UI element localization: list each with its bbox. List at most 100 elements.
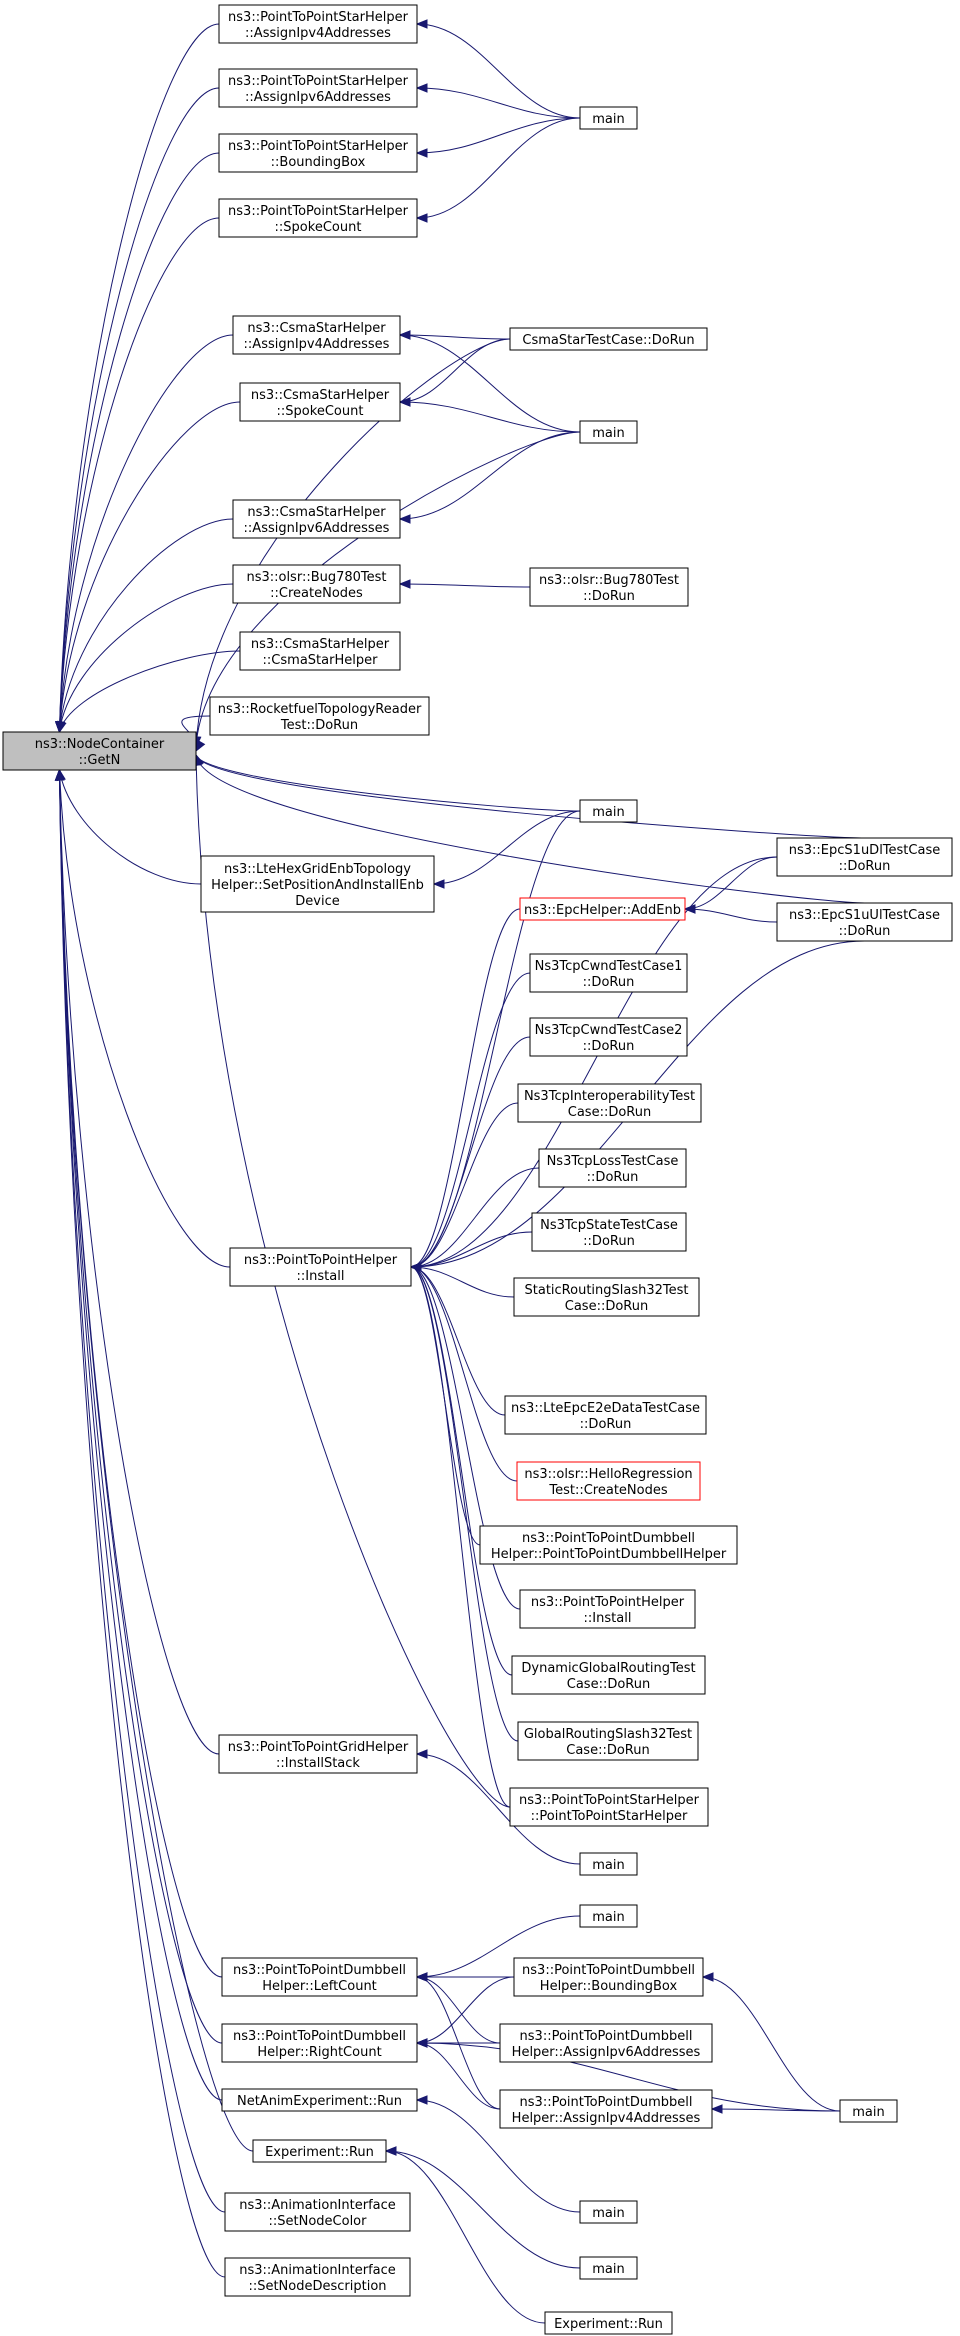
node-box[interactable] [776,902,953,942]
node-box[interactable] [218,1734,418,1774]
node-box[interactable] [229,1247,412,1287]
node-box[interactable] [529,953,688,993]
node-cwnd1[interactable]: Ns3TcpCwndTestCase1::DoRun [529,953,688,993]
node-csma_a6[interactable]: ns3::CsmaStarHelper::AssignIpv6Addresses [232,499,401,539]
node-csma_sc[interactable]: ns3::CsmaStarHelper::SpokeCount [239,382,401,422]
node-box[interactable] [218,133,418,173]
node-box[interactable] [531,1212,687,1252]
node-p2ps_bb[interactable]: ns3::PointToPointStarHelper::BoundingBox [218,133,418,173]
node-olsr_hello[interactable]: ns3::olsr::HelloRegressionTest::CreateNo… [516,1461,701,1501]
node-epc_add[interactable]: ns3::EpcHelper::AddEnb [519,897,686,921]
node-box[interactable] [511,1655,706,1695]
node-box[interactable] [224,2257,411,2297]
node-db_bb[interactable]: ns3::PointToPointDumbbellHelper::Boundin… [513,1957,704,1997]
node-state[interactable]: Ns3TcpStateTestCase::DoRun [531,1212,687,1252]
node-box[interactable] [232,315,401,355]
node-box[interactable] [538,1148,687,1188]
node-box[interactable] [513,1957,704,1997]
node-box[interactable] [579,1852,638,1876]
node-p2p_install[interactable]: ns3::PointToPointHelper::Install [229,1247,412,1287]
node-main2[interactable]: main [579,420,638,444]
node-db_rc[interactable]: ns3::PointToPointDumbbellHelper::RightCo… [221,2023,418,2063]
node-main4[interactable]: main [579,1852,638,1876]
node-exp_run2[interactable]: Experiment::Run [544,2311,673,2335]
node-box[interactable] [544,2311,673,2335]
node-box[interactable] [218,198,418,238]
node-main5[interactable]: main [579,1904,638,1928]
node-box[interactable] [221,2088,418,2112]
node-main6[interactable]: main [839,2099,898,2123]
node-box[interactable] [479,1525,738,1565]
node-box[interactable] [252,2139,387,2163]
node-csma_a4[interactable]: ns3::CsmaStarHelper::AssignIpv4Addresses [232,315,401,355]
node-box[interactable] [519,1589,696,1629]
node-box[interactable] [224,2192,411,2232]
node-box[interactable] [239,382,401,422]
node-anim_color[interactable]: ns3::AnimationInterface::SetNodeColor [224,2192,411,2232]
node-box[interactable] [776,837,953,877]
node-box[interactable] [516,1461,701,1501]
node-anim_desc[interactable]: ns3::AnimationInterface::SetNodeDescript… [224,2257,411,2297]
node-box[interactable] [579,2200,638,2224]
node-p2ps_a6[interactable]: ns3::PointToPointStarHelper::AssignIpv6A… [218,68,418,108]
node-box[interactable] [499,2089,713,2129]
node-olsr_cn[interactable]: ns3::olsr::Bug780Test::CreateNodes [232,564,401,604]
node-box[interactable] [517,1083,702,1123]
node-box[interactable] [504,1395,707,1435]
node-box[interactable] [509,1787,709,1827]
node-box[interactable] [839,2099,898,2123]
node-box[interactable] [232,564,401,604]
node-box[interactable] [218,68,418,108]
node-box[interactable] [529,1017,688,1057]
node-olsr_dr[interactable]: ns3::olsr::Bug780Test::DoRun [529,567,689,607]
node-db_a4[interactable]: ns3::PointToPointDumbbellHelper::AssignI… [499,2089,713,2129]
node-box[interactable] [239,631,401,671]
node-box[interactable] [579,799,638,823]
node-ltehex[interactable]: ns3::LteHexGridEnbTopologyHelper::SetPos… [200,855,435,913]
node-lte_e2e[interactable]: ns3::LteEpcE2eDataTestCase::DoRun [504,1395,707,1435]
node-getn[interactable]: ns3::NodeContainer::GetN [2,731,197,771]
node-box[interactable] [529,567,689,607]
node-box[interactable] [499,2023,713,2063]
node-star_ctor[interactable]: ns3::PointToPointStarHelper::PointToPoin… [509,1787,709,1827]
node-p2p_install2[interactable]: ns3::PointToPointHelper::Install [519,1589,696,1629]
node-p2ps_sc[interactable]: ns3::PointToPointStarHelper::SpokeCount [218,198,418,238]
node-main1[interactable]: main [579,106,638,130]
node-box[interactable] [579,106,638,130]
node-main3[interactable]: main [579,799,638,823]
node-box[interactable] [221,2023,418,2063]
node-grid_is[interactable]: ns3::PointToPointGridHelper::InstallStac… [218,1734,418,1774]
node-db_lc[interactable]: ns3::PointToPointDumbbellHelper::LeftCou… [221,1957,418,1997]
node-box[interactable] [200,855,435,913]
node-csma_tc[interactable]: CsmaStarTestCase::DoRun [509,327,708,351]
node-box[interactable] [579,420,638,444]
node-box[interactable] [579,1904,638,1928]
node-box[interactable] [519,897,686,921]
node-epc_ul[interactable]: ns3::EpcS1uUlTestCase::DoRun [776,902,953,942]
node-cwnd2[interactable]: Ns3TcpCwndTestCase2::DoRun [529,1017,688,1057]
node-box[interactable] [517,1721,699,1761]
node-box[interactable] [209,696,430,736]
node-box[interactable] [218,4,418,44]
node-db_ctor[interactable]: ns3::PointToPointDumbbellHelper::PointTo… [479,1525,738,1565]
node-main8[interactable]: main [579,2256,638,2280]
node-box[interactable] [509,327,708,351]
node-box[interactable] [513,1277,700,1317]
node-box[interactable] [579,2256,638,2280]
node-box[interactable] [2,731,197,771]
node-p2ps_a4[interactable]: ns3::PointToPointStarHelper::AssignIpv4A… [218,4,418,44]
node-main7[interactable]: main [579,2200,638,2224]
node-box[interactable] [232,499,401,539]
node-csma_ctor[interactable]: ns3::CsmaStarHelper::CsmaStarHelper [239,631,401,671]
node-db_a6[interactable]: ns3::PointToPointDumbbellHelper::AssignI… [499,2023,713,2063]
node-loss[interactable]: Ns3TcpLossTestCase::DoRun [538,1148,687,1188]
node-netanim[interactable]: NetAnimExperiment::Run [221,2088,418,2112]
node-exp_run[interactable]: Experiment::Run [252,2139,387,2163]
node-box[interactable] [221,1957,418,1997]
node-epc_dl[interactable]: ns3::EpcS1uDlTestCase::DoRun [776,837,953,877]
